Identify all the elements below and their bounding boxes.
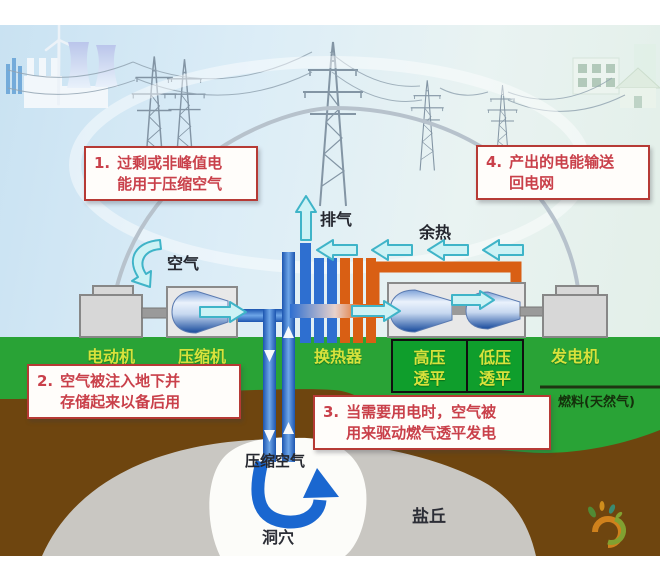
- salt-dome-label: 盐丘: [412, 507, 446, 527]
- cavern: [209, 437, 367, 556]
- hp-turbine-label: 高压 透平: [413, 348, 446, 388]
- factory-icon: [24, 76, 108, 108]
- waste-heat-arrow-icon: [482, 239, 524, 261]
- cooling-tower-icon: [67, 42, 91, 88]
- air-flow-arrows: [131, 195, 524, 323]
- cooling-tower-icon: [95, 45, 118, 87]
- fuel-label: 燃料(天然气): [558, 395, 635, 410]
- step-2-box: 2. 空气被注入地下并 存储起来以备后用: [27, 364, 241, 419]
- pipe-flow-arrows: [264, 326, 294, 442]
- heat-exchanger-label: 换热器: [313, 347, 362, 366]
- waste-heat-label: 余热: [419, 223, 452, 242]
- cavern-label: 洞穴: [262, 528, 295, 547]
- motor-label: 电动机: [86, 347, 135, 366]
- power-plant-scene: [6, 22, 660, 207]
- injection-pipe: [263, 309, 276, 462]
- lp-turbine-label: 低压 透平: [478, 348, 511, 388]
- motor-unit: [79, 285, 143, 338]
- air-label: 空气: [167, 254, 200, 273]
- compressor-label: 压缩机: [177, 347, 226, 366]
- compressed-air-label: 压缩空气: [245, 452, 306, 470]
- turbine-unit: [387, 282, 544, 338]
- exhaust-arrow-icon: [295, 195, 317, 241]
- compressor-out-arrow-icon: [199, 301, 247, 323]
- waste-heat-arrow-icon: [316, 239, 358, 261]
- turbine-in-arrow-icon: [351, 300, 401, 322]
- top-margin: [0, 0, 660, 25]
- generator-label: 发电机: [550, 347, 599, 366]
- waste-heat-arrow-icon: [371, 239, 413, 261]
- power-lines: [7, 51, 626, 112]
- hp-turbine-label-box: [391, 339, 468, 393]
- cavern-uturn-arrow-icon: [251, 460, 339, 529]
- air-intake-arrow-icon: [131, 239, 162, 288]
- heat-exchanger-bars: [300, 243, 376, 343]
- city-buildings-icon: [572, 44, 660, 108]
- motor-shaft: [141, 307, 169, 319]
- exhaust-label: 排气: [320, 210, 353, 229]
- bottom-margin: [0, 556, 660, 580]
- generator-unit: [542, 285, 608, 338]
- watermark-logo: [588, 501, 626, 548]
- lp-turbine-label-box: [466, 339, 524, 393]
- waste-heat-arrow-icon: [427, 239, 469, 261]
- factory-bars-icon: [6, 64, 10, 94]
- step-1-box: 1. 过剩或非峰值电 能用于压缩空气: [84, 146, 258, 201]
- step-4-box: 4. 产出的电能输送 回电网: [476, 145, 650, 200]
- inter-turbine-arrow-icon: [451, 290, 495, 310]
- step-3-box: 3. 当需要用电时，空气被 用来驱动燃气透平发电: [313, 395, 551, 450]
